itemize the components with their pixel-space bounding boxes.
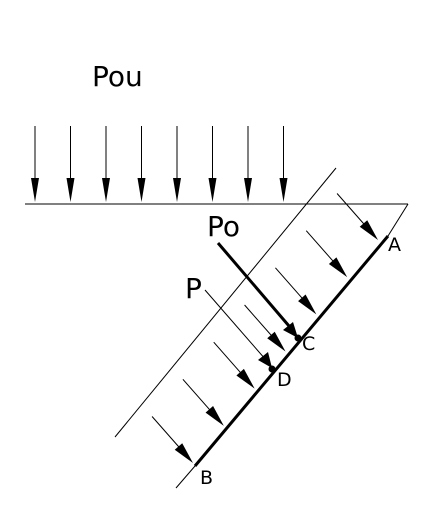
vertical-load-arrow (244, 126, 252, 202)
label-d: D (277, 369, 292, 391)
vertical-load-arrow (208, 126, 217, 202)
vertical-load-arrow (66, 126, 75, 202)
inclined-load-arrow (182, 379, 224, 426)
vertical-load-arrow (137, 126, 146, 202)
inclined-load-arrow (244, 304, 286, 352)
inclined-load-arrow (305, 230, 348, 278)
label-po: Po (207, 210, 240, 243)
top-closing-line (387, 203, 409, 237)
vertical-load-arrow (102, 126, 110, 202)
p-resultant-arrow (204, 289, 272, 368)
vertical-load-arrows (31, 126, 288, 202)
vertical-load-arrow (279, 126, 288, 202)
point-c-dot (294, 334, 302, 342)
po-resultant-arrow (216, 242, 298, 338)
vertical-load-arrow (173, 126, 181, 202)
inclined-outer-line (114, 167, 337, 438)
lower-extension-line (175, 465, 196, 489)
inclined-load-arrow (336, 193, 378, 240)
label-pou: Pou (92, 60, 143, 93)
vertical-load-arrow (31, 126, 39, 202)
inclined-surface-ab (193, 235, 390, 467)
inclined-load-arrow (151, 416, 193, 463)
inclined-load-arrow (213, 341, 255, 389)
label-b: B (200, 467, 213, 489)
inclined-load-arrows (151, 193, 378, 463)
label-c: C (302, 333, 315, 355)
point-d-dot (268, 365, 276, 373)
label-p: P (185, 272, 202, 305)
label-a: A (388, 234, 401, 256)
inclined-load-arrow (275, 267, 317, 315)
